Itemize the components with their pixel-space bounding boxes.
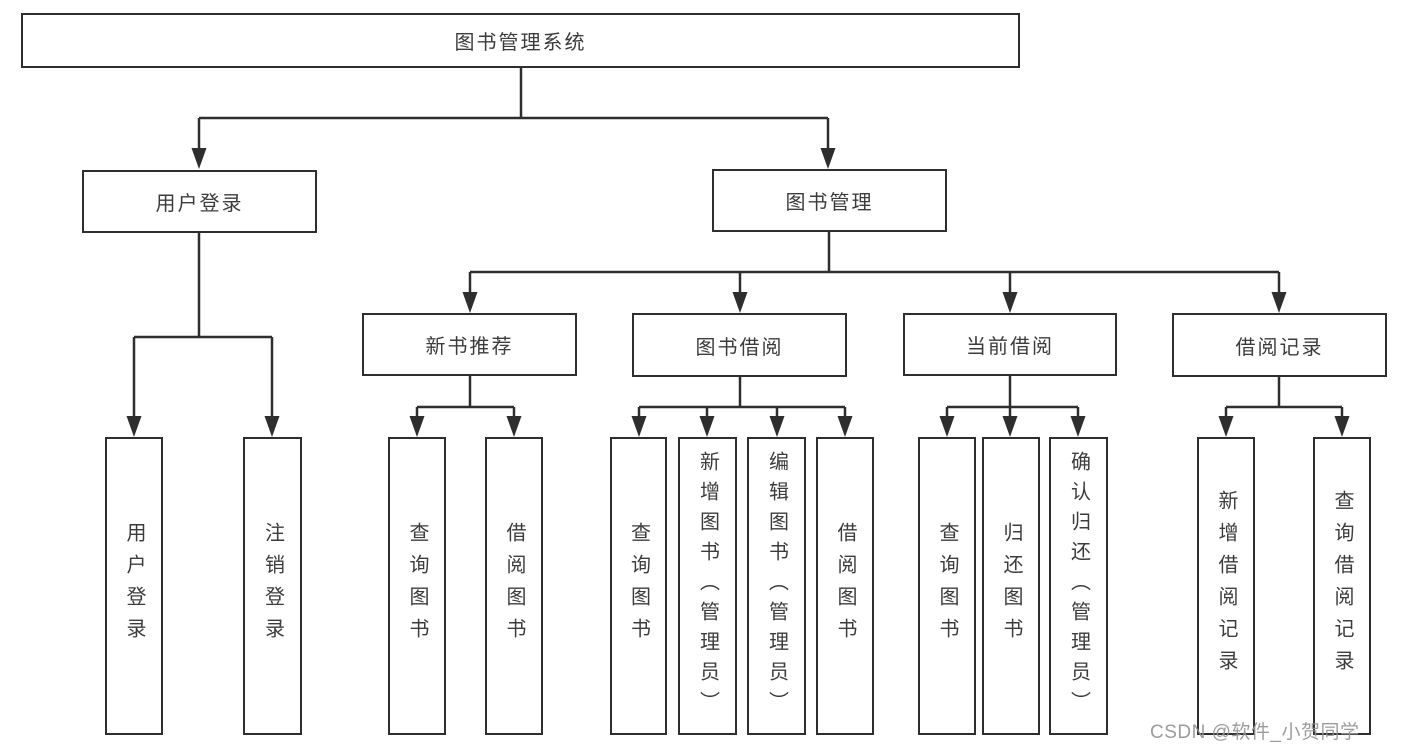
- leaf-label: 编辑图书（管理员）: [765, 451, 788, 721]
- arrowhead-icon: [126, 416, 142, 437]
- leaf-label: 查询图书: [936, 522, 958, 650]
- leaf-label: 归还图书: [1000, 522, 1022, 650]
- leaf-current-query-book: 查询图书: [918, 437, 976, 735]
- leaf-logout: 注销登录: [243, 437, 302, 735]
- leaf-label: 注销登录: [261, 522, 284, 650]
- arrowhead-icon: [631, 416, 647, 437]
- arrowhead-icon: [462, 292, 478, 313]
- arrowhead-icon: [191, 148, 207, 169]
- leaf-current-return-book: 归还图书: [982, 437, 1040, 735]
- leaf-user-login: 用户登录: [105, 437, 163, 735]
- arrowhead-icon: [732, 292, 748, 313]
- leaf-label: 查询借阅记录: [1331, 490, 1353, 682]
- leaf-label: 确认归还（管理员）: [1067, 451, 1090, 721]
- leaf-records-add-record: 新增借阅记录: [1197, 437, 1255, 735]
- arrowhead-icon: [1334, 416, 1350, 437]
- leaf-borrow-query-book: 查询图书: [610, 437, 667, 735]
- arrowhead-icon: [820, 148, 836, 169]
- leaf-label: 用户登录: [123, 522, 145, 650]
- leaf-recommend-borrow-book: 借阅图书: [485, 437, 543, 735]
- arrowhead-icon: [1271, 292, 1287, 313]
- arrowhead-icon: [769, 416, 785, 437]
- arrowhead-icon: [1002, 292, 1018, 313]
- leaf-label: 借阅图书: [503, 522, 525, 650]
- node-book-management: 图书管理: [712, 169, 947, 232]
- arrowhead-icon: [939, 416, 955, 437]
- leaf-recommend-query-book: 查询图书: [388, 437, 446, 735]
- leaf-label: 新增图书（管理员）: [696, 451, 719, 721]
- arrowhead-icon: [1070, 416, 1086, 437]
- node-user-login: 用户登录: [82, 170, 317, 233]
- leaf-label: 新增借阅记录: [1215, 490, 1237, 682]
- leaf-borrow-borrow-book: 借阅图书: [816, 437, 874, 735]
- node-book-borrow: 图书借阅: [632, 313, 847, 377]
- arrowhead-icon: [409, 416, 425, 437]
- arrowhead-icon: [1002, 416, 1018, 437]
- arrowhead-icon: [506, 416, 522, 437]
- node-new-book-recommend: 新书推荐: [362, 313, 577, 376]
- arrowhead-icon: [1218, 416, 1234, 437]
- csdn-watermark: CSDN @软件_小贺同学: [1150, 722, 1360, 743]
- leaf-borrow-add-book-admin: 新增图书（管理员）: [678, 437, 737, 735]
- arrowhead-icon: [699, 416, 715, 437]
- leaf-label: 查询图书: [406, 522, 428, 650]
- node-current-borrow: 当前借阅: [903, 313, 1117, 376]
- node-borrow-records: 借阅记录: [1172, 313, 1387, 377]
- leaf-label: 借阅图书: [834, 522, 856, 650]
- leaf-records-query-record: 查询借阅记录: [1313, 437, 1371, 735]
- arrowhead-icon: [264, 416, 280, 437]
- node-root-library-management-system: 图书管理系统: [21, 13, 1020, 68]
- leaf-current-confirm-return-admin: 确认归还（管理员）: [1049, 437, 1108, 735]
- leaf-label: 查询图书: [627, 522, 650, 650]
- leaf-borrow-edit-book-admin: 编辑图书（管理员）: [747, 437, 806, 735]
- arrowhead-icon: [837, 416, 853, 437]
- arrowheads: [126, 148, 1350, 437]
